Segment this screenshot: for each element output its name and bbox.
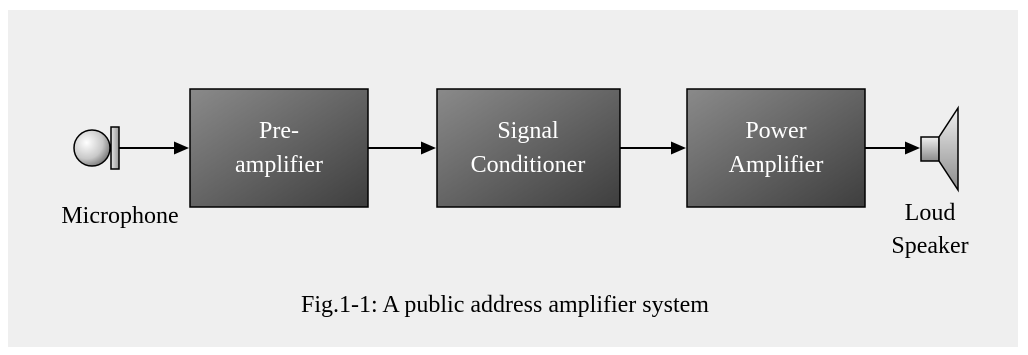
block-preamplifier-line-2: amplifier	[235, 152, 323, 178]
speaker-label-line-1: Loud	[905, 200, 956, 226]
speaker-label-line-2: Speaker	[891, 233, 968, 259]
figure-caption: Fig.1-1: A public address amplifier syst…	[301, 292, 709, 318]
block-preamplifier: Pre- amplifier	[189, 88, 369, 208]
arrow-preamp-to-conditioner	[368, 141, 436, 155]
block-signal-conditioner: Signal Conditioner	[436, 88, 621, 208]
arrow-conditioner-to-power-amp	[620, 141, 686, 155]
block-preamplifier-line-1: Pre-	[259, 118, 299, 144]
block-power-amplifier-line-2: Amplifier	[729, 152, 824, 178]
block-power-amplifier: Power Amplifier	[686, 88, 866, 208]
block-power-amplifier-line-1: Power	[745, 118, 806, 144]
microphone-icon	[73, 126, 120, 170]
loudspeaker-icon	[920, 105, 959, 193]
arrow-mic-to-preamp	[119, 141, 189, 155]
block-diagram: Microphone Pre- amplifier Signal Conditi…	[61, 88, 969, 318]
block-signal-conditioner-line-1: Signal	[497, 118, 559, 144]
microphone-label: Microphone	[61, 203, 178, 229]
block-signal-conditioner-line-2: Conditioner	[471, 152, 586, 178]
arrow-power-amp-to-speaker	[865, 141, 920, 155]
figure-panel: Microphone Pre- amplifier Signal Conditi…	[8, 10, 1018, 347]
